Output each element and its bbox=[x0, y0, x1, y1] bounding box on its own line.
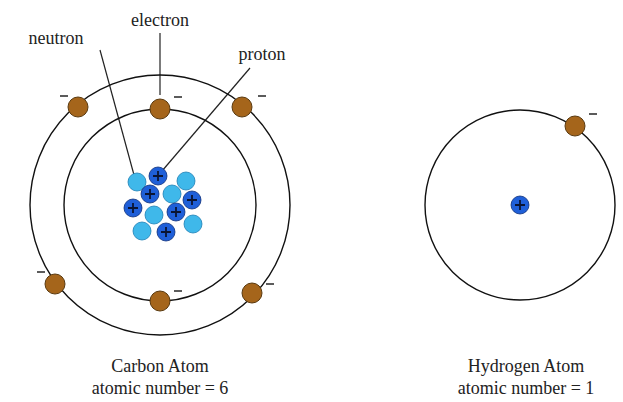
part-label: neutron bbox=[29, 28, 84, 48]
part-label: proton bbox=[239, 44, 286, 64]
leader-lines bbox=[100, 33, 250, 175]
orbits bbox=[30, 75, 615, 335]
caption-label: Carbon Atom bbox=[111, 356, 209, 376]
caption-label: atomic number = 1 bbox=[458, 378, 595, 398]
plus-signs bbox=[128, 171, 525, 237]
caption-label: Hydrogen Atom bbox=[468, 356, 585, 376]
protons bbox=[124, 167, 529, 241]
part-label: electron bbox=[131, 10, 189, 30]
minus-signs bbox=[37, 96, 597, 291]
electrons bbox=[45, 97, 585, 311]
caption-label: atomic number = 6 bbox=[92, 378, 229, 398]
